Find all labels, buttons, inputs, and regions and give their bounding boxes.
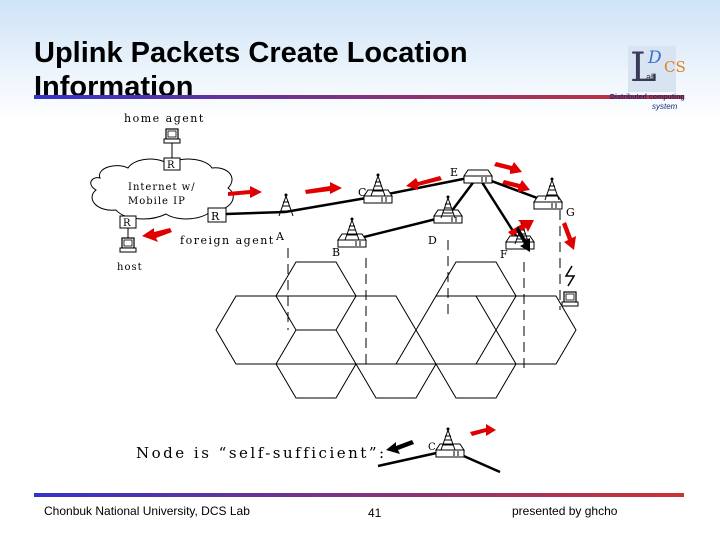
node-c-label: C <box>358 186 366 199</box>
arrow-icon <box>470 424 496 436</box>
logo-letter-l: L <box>630 45 657 91</box>
mobile-ip-label: Mobile IP <box>128 196 186 207</box>
router-right-label: R <box>211 210 220 223</box>
node-e-label: E <box>450 166 458 179</box>
dcs-lab-logo: L D CS ab Distributed computing system <box>604 46 692 114</box>
self-sufficient-caption: Node is “self-sufficient”: <box>136 444 387 462</box>
logo-letter-d: D <box>648 48 662 68</box>
internet-cloud <box>90 158 234 220</box>
arrow-icon <box>502 180 530 192</box>
arrow-icon <box>228 186 262 198</box>
internet-label: Internet w/ <box>128 182 196 193</box>
header-background <box>0 0 720 120</box>
node-f-label: F <box>500 248 508 261</box>
footer-presenter: presented by ghcho <box>512 504 618 518</box>
inset-node-label: C <box>428 442 436 453</box>
logo-background <box>628 46 676 92</box>
node-e-box <box>463 169 493 184</box>
arrow-icon <box>386 440 414 454</box>
node-g-label: G <box>566 206 575 219</box>
node-d-box <box>433 209 463 224</box>
host-label: host <box>117 262 143 273</box>
logo-caption-line2: system <box>652 102 678 111</box>
title-divider <box>34 95 684 99</box>
inset-node-box <box>435 443 465 458</box>
arrow-icon <box>508 220 534 236</box>
footer-divider <box>34 493 684 497</box>
arrow-icon <box>406 176 442 190</box>
arrow-icon <box>562 222 576 250</box>
home-agent-computer-icon <box>163 128 181 144</box>
arrow-icon <box>494 162 522 174</box>
inset-node-c: C <box>377 424 501 474</box>
router-right-box <box>207 207 227 223</box>
node-b-box <box>337 233 367 248</box>
arrow-icon <box>142 228 172 242</box>
network-links <box>225 174 549 243</box>
router-top-box <box>163 157 181 171</box>
uplink-arrows <box>142 162 576 252</box>
logo-letters-ab: ab <box>646 72 657 82</box>
home-agent-label: home agent <box>124 112 205 125</box>
foreign-agent-label: foreign agent <box>180 234 275 247</box>
logo-letters-cs: CS <box>664 58 686 76</box>
host-computer-icon <box>119 237 137 253</box>
router-top-label: R <box>167 160 175 171</box>
cell-hexagons <box>215 261 577 399</box>
arrow-icon <box>305 182 342 194</box>
cell-boundaries <box>287 210 561 370</box>
mobile-laptop-icon <box>561 291 579 307</box>
footer-university: Chonbuk National University, DCS Lab <box>44 504 250 518</box>
node-d-label: D <box>428 234 437 247</box>
node-a-label: A <box>275 230 285 243</box>
node-b-label: B <box>332 246 340 259</box>
router-left-label: R <box>123 218 131 229</box>
arrow-icon <box>516 226 530 252</box>
wireless-signal-icon <box>564 265 576 287</box>
logo-caption-line1: Distributed computing <box>610 94 685 101</box>
node-c-box <box>363 189 393 204</box>
footer-page-number: 41 <box>368 506 382 520</box>
slide-title: Uplink Packets Create Location Informati… <box>34 37 468 103</box>
